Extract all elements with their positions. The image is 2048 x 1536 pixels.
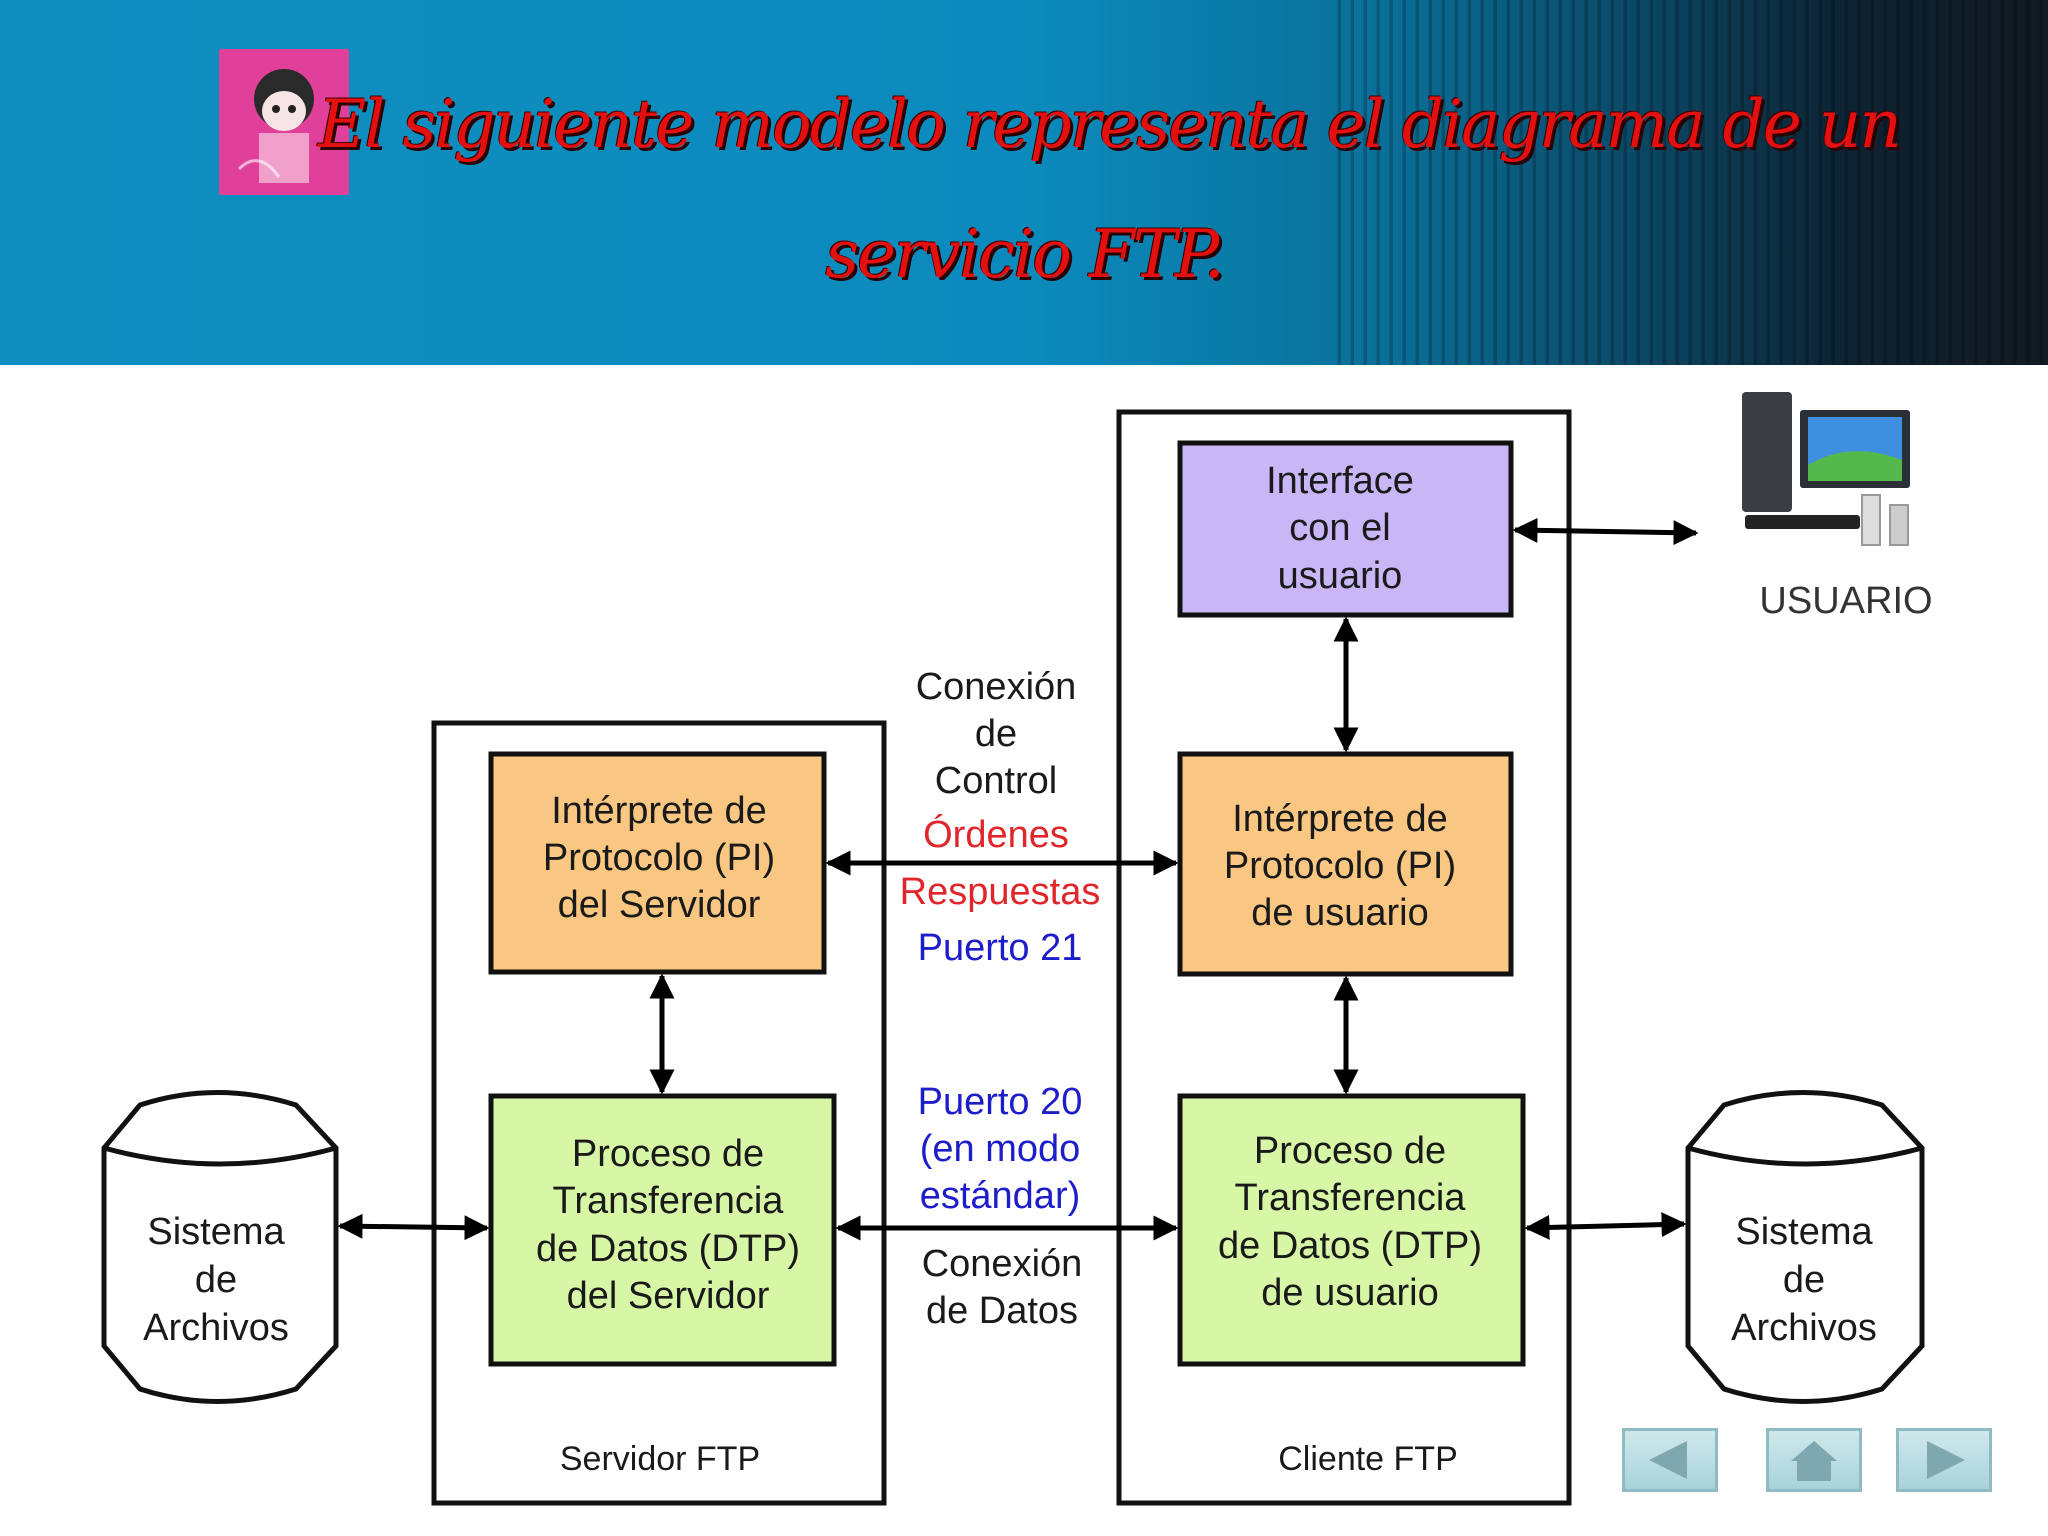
right-fs-line-3: Archivos	[1731, 1307, 1877, 1349]
client-dtp-line-4: de usuario	[1261, 1272, 1438, 1314]
header-stripes	[1328, 0, 2048, 365]
control-connection-line-2: de	[975, 713, 1017, 755]
right-filesystem-cylinder	[1685, 1090, 1925, 1404]
client-pi-line-2: Protocolo (PI)	[1224, 845, 1456, 887]
data-connection-line-2: de Datos	[926, 1290, 1078, 1332]
left-fs-dtp-arrow	[337, 1213, 490, 1241]
left-fs-line-3: Archivos	[143, 1307, 289, 1349]
home-button[interactable]	[1766, 1428, 1862, 1492]
client-dtp-box	[1177, 1093, 1526, 1367]
next-slide-button[interactable]	[1896, 1428, 1992, 1492]
server-pi-line-3: del Servidor	[558, 884, 761, 926]
slide-title-line-2: servicio FTP.	[825, 216, 1225, 293]
ui-line-3: usuario	[1278, 555, 1403, 597]
right-fs-line-1: Sistema	[1735, 1211, 1873, 1253]
right-fs-dtp-arrow	[1524, 1212, 1687, 1240]
port-20-line-1: Puerto 20	[918, 1081, 1083, 1123]
home-icon	[1791, 1441, 1837, 1481]
triangle-left-icon	[1649, 1441, 1687, 1479]
client-dtp-line-1: Proceso de	[1254, 1130, 1446, 1172]
slide-title-line-1: El siguiente modelo representa el diagra…	[318, 86, 1902, 163]
client-pi-line-1: Intérprete de	[1232, 798, 1447, 840]
client-pi-line-3: de usuario	[1251, 892, 1428, 934]
control-connection-line-3: Control	[935, 760, 1058, 802]
triangle-right-icon	[1927, 1441, 1965, 1479]
server-pi-line-1: Intérprete de	[551, 790, 766, 832]
ui-user-arrow	[1512, 517, 1699, 546]
client-dtp-line-2: Transferencia	[1235, 1177, 1467, 1219]
client-pi-box	[1177, 751, 1514, 977]
client-ftp-container	[1116, 409, 1572, 1506]
server-dtp-box	[488, 1093, 837, 1367]
client-dtp-line-3: de Datos (DTP)	[1218, 1225, 1482, 1267]
user-interface-box	[1177, 440, 1514, 618]
server-dtp-line-3: de Datos (DTP)	[536, 1228, 800, 1270]
server-pi-line-2: Protocolo (PI)	[543, 837, 775, 879]
slide-header: El siguiente modelo representa el diagra…	[0, 0, 2048, 365]
desktop-computer-icon	[1742, 392, 1910, 546]
responses-label: Respuestas	[900, 871, 1101, 913]
ui-line-2: con el	[1289, 507, 1390, 549]
ui-line-1: Interface	[1266, 460, 1414, 502]
server-ftp-label: Servidor FTP	[560, 1440, 760, 1478]
previous-slide-button[interactable]	[1622, 1428, 1718, 1492]
port-21-label: Puerto 21	[918, 927, 1083, 969]
right-fs-line-2: de	[1783, 1259, 1825, 1301]
server-dtp-line-4: del Servidor	[567, 1275, 770, 1317]
port-20-line-3: estándar)	[920, 1175, 1081, 1217]
server-ftp-container	[431, 720, 887, 1506]
data-connection-line-1: Conexión	[922, 1243, 1083, 1285]
user-label: USUARIO	[1759, 580, 1932, 622]
left-filesystem-cylinder	[101, 1090, 339, 1404]
server-dtp-line-1: Proceso de	[572, 1133, 764, 1175]
anime-girl-icon	[219, 49, 349, 195]
orders-label: Órdenes	[923, 813, 1069, 856]
port-20-line-2: (en modo	[920, 1128, 1081, 1170]
left-fs-line-1: Sistema	[147, 1211, 285, 1253]
client-ftp-label: Cliente FTP	[1278, 1440, 1458, 1478]
server-pi-box	[488, 751, 827, 975]
left-fs-line-2: de	[195, 1259, 237, 1301]
control-connection-line-1: Conexión	[916, 666, 1077, 708]
server-dtp-line-2: Transferencia	[553, 1180, 785, 1222]
